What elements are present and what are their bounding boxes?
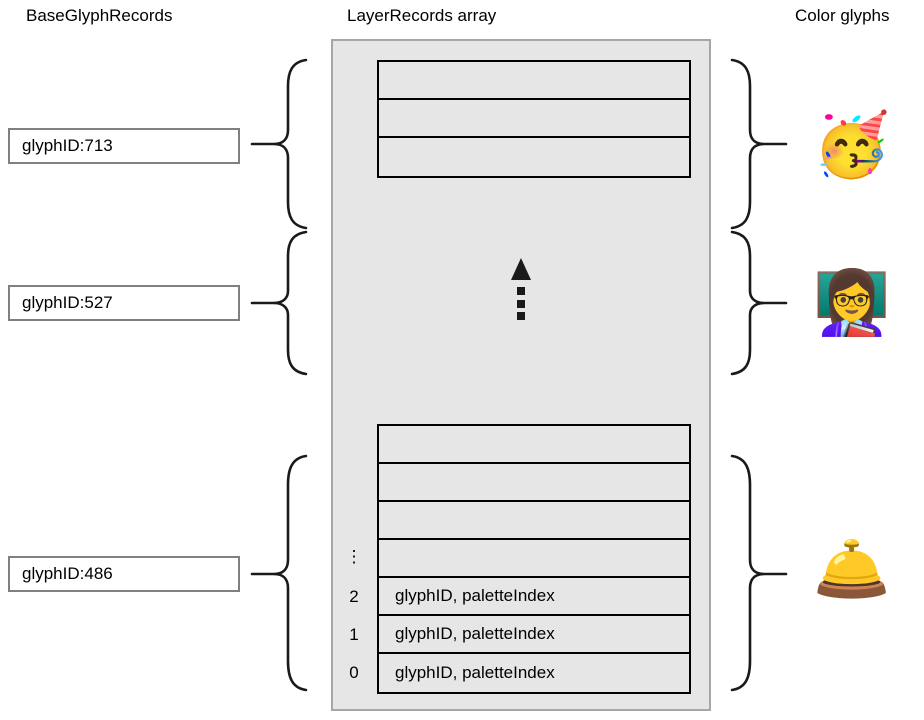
- left-brace-713: [250, 58, 308, 230]
- base-glyph-record-box-713[interactable]: glyphID:713: [8, 128, 240, 164]
- base-glyph-record-box-486[interactable]: glyphID:486: [8, 556, 240, 592]
- table-row: glyphID, paletteIndex: [379, 616, 689, 654]
- bellhop-bell-emoji: 🛎️: [813, 535, 891, 604]
- partying-face-emoji: 🥳: [813, 111, 891, 180]
- layer-record-text: glyphID, paletteIndex: [395, 624, 555, 643]
- row-index-0: 0: [349, 663, 359, 682]
- table-row: [379, 426, 689, 464]
- heading-layer-records-array: LayerRecords array: [347, 6, 497, 25]
- left-brace-486: [250, 454, 308, 692]
- table-row: [379, 502, 689, 540]
- right-brace-woman-teacher: [730, 230, 788, 376]
- right-brace-bellhop-bell: [730, 454, 788, 692]
- left-brace-527: [250, 230, 308, 376]
- table-row: [379, 540, 689, 578]
- layer-record-text: glyphID, paletteIndex: [395, 586, 555, 605]
- layer-records-table-top: [377, 60, 691, 178]
- heading-base-glyph-records: BaseGlyphRecords: [26, 6, 173, 25]
- table-row: [379, 100, 689, 138]
- base-glyph-record-label: glyphID:713: [22, 136, 113, 155]
- woman-teacher-emoji: 👩‍🏫: [813, 269, 891, 338]
- dotted-up-arrow-icon: [511, 258, 531, 320]
- right-brace-partying-face: [730, 58, 788, 230]
- base-glyph-record-label: glyphID:527: [22, 293, 113, 312]
- base-glyph-record-box-527[interactable]: glyphID:527: [8, 285, 240, 321]
- row-index-1: 1: [349, 625, 359, 644]
- heading-color-glyphs: Color glyphs: [795, 6, 890, 25]
- table-row: [379, 464, 689, 502]
- table-row: glyphID, paletteIndex: [379, 578, 689, 616]
- table-row: glyphID, paletteIndex: [379, 654, 689, 692]
- layer-record-text: glyphID, paletteIndex: [395, 663, 555, 682]
- row-index-ellipsis: ⋮: [345, 547, 363, 566]
- table-row: [379, 62, 689, 100]
- table-row: [379, 138, 689, 176]
- row-index-2: 2: [349, 587, 359, 606]
- base-glyph-record-label: glyphID:486: [22, 564, 113, 583]
- layer-records-table-bottom: glyphID, paletteIndex glyphID, paletteIn…: [377, 424, 691, 694]
